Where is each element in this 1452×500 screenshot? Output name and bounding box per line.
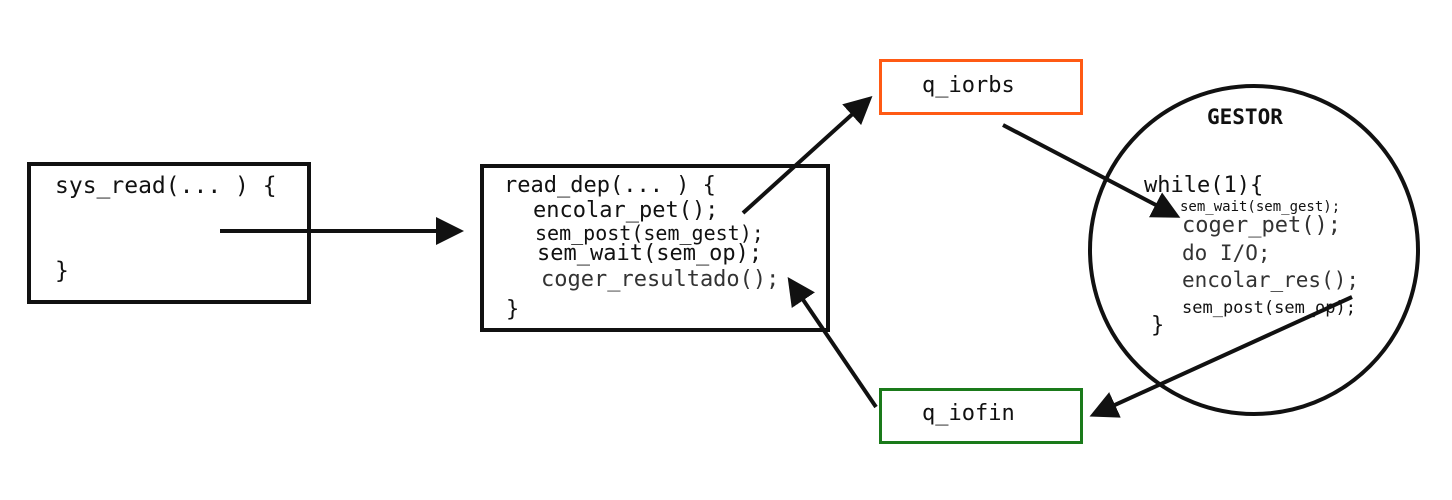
read-dep-box xyxy=(480,164,830,332)
read-dep-close: } xyxy=(506,297,520,322)
read-dep-line-sem-post: sem_post(sem_gest); xyxy=(535,221,764,245)
read-dep-line-sem-wait: sem_wait(sem_op); xyxy=(537,241,763,266)
gestor-title: GESTOR xyxy=(1207,105,1283,129)
queue-iofin-box xyxy=(879,388,1083,444)
arrow-iorbs-to-gestor xyxy=(1002,123,1181,218)
arrow-readdep-to-iorbs xyxy=(741,95,873,215)
gestor-line-sem-wait: sem_wait(sem_gest); xyxy=(1180,199,1341,215)
arrow-iofin-to-readdep xyxy=(787,277,878,409)
gestor-line-encolar-res: encolar_res(); xyxy=(1182,268,1360,292)
queue-iorbs-label: q_iorbs xyxy=(922,73,1015,98)
sys-read-header: sys_read(... ) { xyxy=(55,173,277,199)
sys-read-close: } xyxy=(55,258,69,284)
gestor-line-do-io: do I/O; xyxy=(1182,241,1271,265)
queue-iorbs-box xyxy=(879,59,1083,115)
read-dep-line-coger-resultado: coger_resultado(); xyxy=(541,267,780,292)
gestor-line-coger-pet: coger_pet(); xyxy=(1182,213,1341,238)
gestor-close: } xyxy=(1151,313,1165,338)
gestor-circle xyxy=(1088,84,1420,416)
arrow-gestor-to-iofin xyxy=(1089,295,1353,418)
read-dep-header: read_dep(... ) { xyxy=(504,173,716,198)
queue-iofin-label: q_iofin xyxy=(922,401,1015,426)
read-dep-line-encolar-pet: encolar_pet(); xyxy=(533,198,719,223)
